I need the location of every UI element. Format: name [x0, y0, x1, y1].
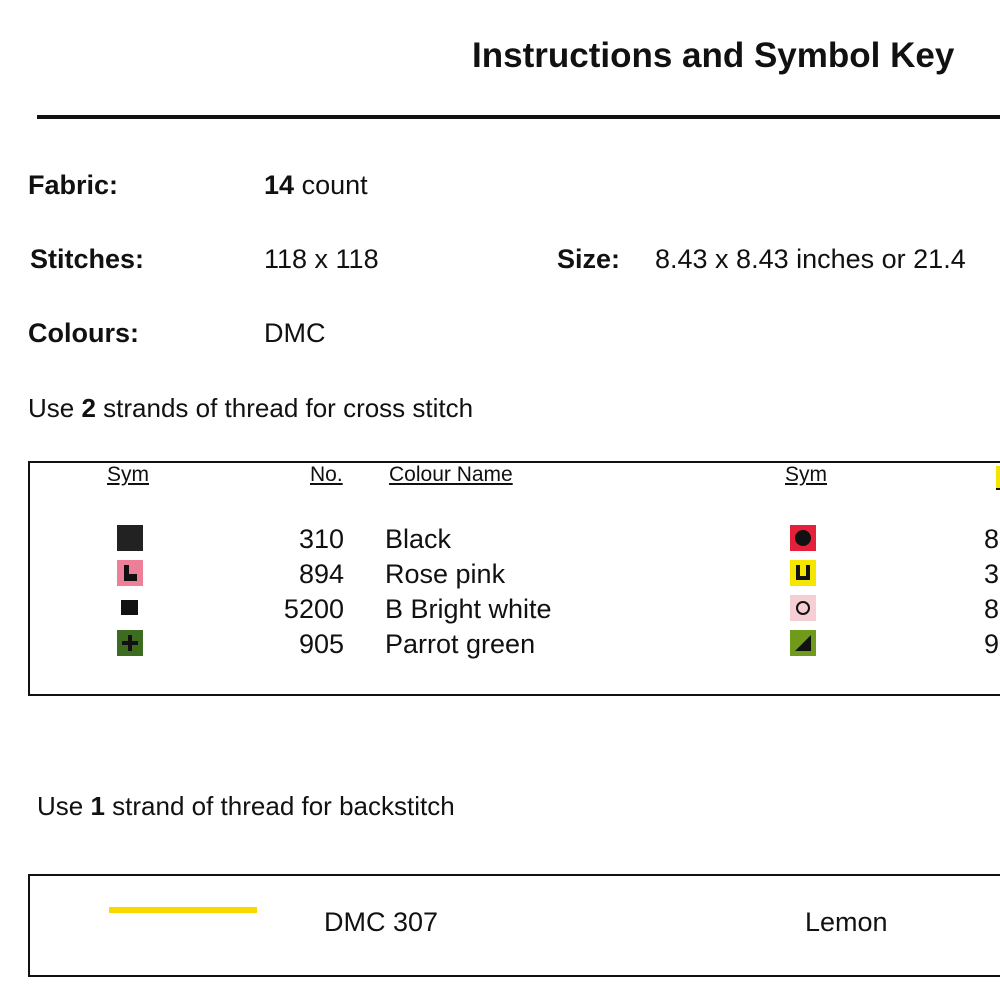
header-sym-2: Sym — [785, 463, 827, 486]
backstitch-code: DMC 307 — [324, 907, 439, 937]
cross-suffix: strands of thread for cross stitch — [95, 393, 474, 423]
cross-stitch-instruction: Use 2 strands of thread for cross stitch — [28, 393, 473, 424]
dot-icon — [790, 525, 816, 551]
stitches-value: 118 x 118 — [264, 244, 379, 274]
back-suffix: strand of thread for backstitch — [104, 791, 455, 821]
thread-number: 905 — [298, 629, 344, 659]
header-sym: Sym — [107, 463, 149, 486]
cross-prefix: Use — [28, 393, 82, 423]
fabric-value: 14 count — [264, 170, 368, 201]
thread-colour-name: Black — [385, 524, 452, 554]
thread-colour-name: Rose pink — [385, 559, 506, 589]
symbol-key-table — [28, 461, 1000, 696]
triangle-icon — [790, 630, 816, 656]
header-no: No. — [310, 463, 343, 486]
thread-colour-name: B Bright white — [385, 594, 552, 624]
thread-number: 894 — [298, 559, 344, 589]
plus-icon — [117, 630, 143, 656]
backstitch-key-table — [28, 874, 1000, 977]
solid-square-icon — [117, 525, 143, 551]
circle-icon — [790, 595, 816, 621]
fabric-label: Fabric: — [28, 170, 119, 200]
header-colour-name: Colour Name — [389, 463, 513, 486]
back-prefix: Use — [37, 791, 91, 821]
small-square-icon — [117, 595, 143, 621]
page-title: Instructions and Symbol Key — [472, 36, 955, 75]
thread-number-2: 8 — [984, 594, 1000, 624]
colours-value: DMC — [264, 318, 326, 348]
thread-colour-name: Parrot green — [385, 629, 536, 659]
size-label: Size: — [557, 244, 621, 274]
back-strand-count: 1 — [90, 791, 105, 821]
thread-number-2: 9 — [984, 629, 1000, 659]
thread-number-2: 3 — [984, 559, 1000, 589]
size-value: 8.43 x 8.43 inches or 21.4 — [655, 244, 966, 274]
backstitch-colour-name: Lemon — [805, 907, 888, 937]
thread-number-2: 8 — [984, 524, 1000, 554]
backstitch-instruction: Use 1 strand of thread for backstitch — [37, 791, 455, 822]
fabric-unit: count — [301, 170, 368, 200]
thread-number: 310 — [298, 524, 344, 554]
stitches-label: Stitches: — [30, 244, 145, 274]
title-divider — [37, 115, 1000, 119]
thread-number: 5200 — [283, 594, 344, 624]
u-shape-icon — [790, 560, 816, 586]
fabric-count: 14 — [264, 170, 295, 200]
header-no-2-partial — [996, 466, 1000, 490]
backstitch-line-swatch — [109, 907, 257, 913]
cross-strand-count: 2 — [81, 393, 96, 423]
colours-label: Colours: — [28, 318, 139, 348]
corner-l-icon — [117, 560, 143, 586]
